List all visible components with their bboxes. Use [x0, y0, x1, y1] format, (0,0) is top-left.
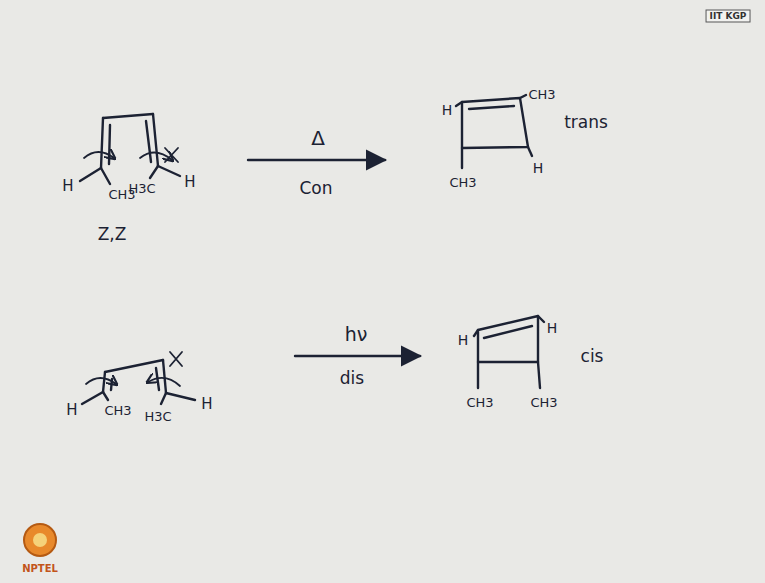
reaction-arrow: [248, 159, 385, 161]
cyclobutene-cis: [478, 316, 538, 362]
cyclobutene-cis: [474, 316, 544, 388]
reaction-arrow: [248, 159, 385, 161]
isomer-label: Z,Z: [98, 226, 127, 243]
cyclobutene-cis: [484, 326, 532, 338]
atom-label: H: [458, 333, 469, 347]
cyclobutene-trans: [528, 147, 532, 156]
diene-zz: [105, 360, 163, 372]
group-label: CH3: [449, 176, 476, 189]
cyclobutene-trans: [520, 95, 526, 98]
cyclobutene-trans: [469, 106, 514, 109]
cyclobutene-cis: [538, 362, 540, 388]
rotation-arrow: [165, 148, 178, 162]
atom-label: H: [184, 175, 195, 190]
cyclobutene-cis: [538, 316, 544, 322]
logo-text: IIT KGP: [706, 10, 751, 23]
rotation-arrow: [148, 378, 180, 386]
mode-label: dis: [340, 370, 364, 387]
mode-label: Con: [299, 180, 332, 197]
cyclobutene-trans: [462, 98, 528, 148]
cyclobutene-trans: [461, 148, 463, 168]
atom-label: H: [66, 403, 77, 418]
rotation-arrow: [86, 352, 182, 386]
diene-zz: [163, 360, 166, 393]
nptel-logo: [24, 524, 56, 556]
logo-text: NPTEL: [22, 564, 58, 574]
diene-zz: [101, 118, 103, 168]
nptel-logo: [33, 533, 47, 547]
diene-zz: [82, 392, 103, 404]
rotation-arrow: [170, 352, 182, 366]
diene-zz: [146, 121, 151, 162]
atom-label: H: [62, 179, 73, 194]
atom-label: H: [201, 397, 212, 412]
diene-zz: [109, 125, 110, 164]
stereo-label: cis: [581, 348, 604, 365]
diene-zz: [166, 393, 195, 400]
rotation-arrow: [84, 148, 178, 162]
rotation-arrow: [86, 378, 116, 384]
group-label: CH3: [530, 396, 557, 409]
diene-zz: [103, 114, 153, 118]
condition-label: Δ: [311, 128, 325, 148]
nptel-logo: [24, 524, 56, 556]
diene-zz: [103, 372, 105, 392]
diene-zz: [150, 166, 158, 178]
group-label: CH3: [528, 88, 555, 101]
diene-zz: [82, 360, 195, 404]
group-label: H3C: [144, 410, 171, 423]
reaction-arrow: [295, 355, 420, 357]
diene-zz: [80, 114, 180, 184]
cyclobutene-cis: [474, 330, 478, 336]
diene-zz: [161, 393, 166, 404]
atom-label: H: [533, 161, 544, 175]
reaction-arrow: [295, 355, 420, 357]
diene-zz: [158, 166, 180, 176]
group-label: H3C: [128, 182, 155, 195]
diene-zz: [153, 114, 158, 166]
stereo-label: trans: [564, 114, 608, 131]
diene-zz: [101, 168, 110, 184]
diene-zz: [80, 168, 101, 181]
atom-label: H: [442, 103, 453, 117]
atom-label: H: [547, 321, 558, 335]
group-label: CH3: [104, 404, 131, 417]
condition-label: hν: [345, 325, 368, 344]
cyclobutene-trans: [456, 95, 532, 168]
cyclobutene-cis: [477, 362, 479, 388]
diene-zz: [103, 392, 108, 400]
cyclobutene-trans: [456, 102, 462, 106]
group-label: CH3: [466, 396, 493, 409]
rotation-arrow: [84, 152, 114, 158]
